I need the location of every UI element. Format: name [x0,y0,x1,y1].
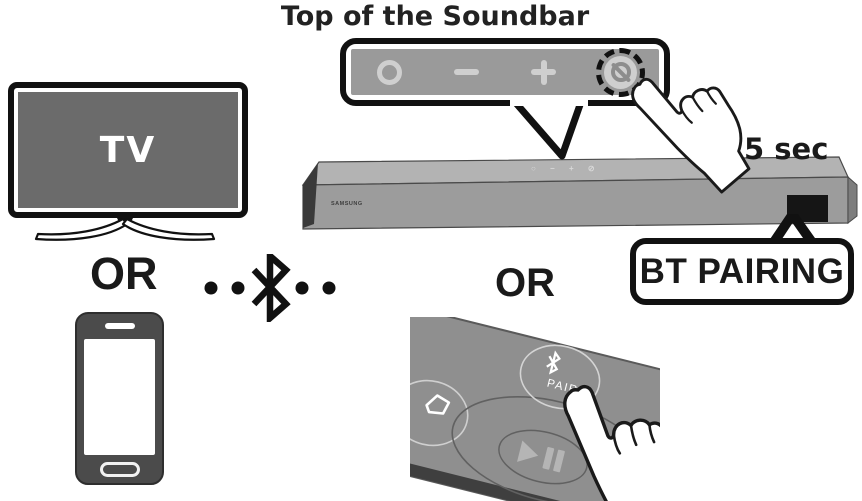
soundbar-brand-label: SAMSUNG [331,201,363,207]
volume-up-button[interactable] [524,52,564,92]
callout-pointer [510,99,588,160]
phone-screen [84,339,155,455]
tv-stand [34,216,216,241]
plus-icon [531,59,556,85]
smartphone-illustration [75,312,164,485]
remote-illustration: PAIR [410,317,660,501]
bluetooth-icon [546,350,561,375]
control-panel [351,47,659,97]
bluetooth-icon [204,254,336,322]
volume-down-button[interactable] [447,52,487,92]
phone-home-button[interactable] [99,462,140,477]
play-pause-icon [517,440,565,473]
remote-left-button[interactable] [410,373,475,453]
phone-speaker [104,323,135,329]
highlight-dashed-ring [596,47,645,97]
soundbar-right-cap [847,175,858,225]
minus-icon [454,69,479,75]
mic-off-icon [596,47,645,97]
bt-pairing-label: BT PAIRING [639,251,845,291]
soundbar-speaker-grille [303,163,318,228]
sound-mode-icon [425,394,451,415]
pointing-hand-icon [625,58,770,205]
mic-on-off-button[interactable] [596,47,645,97]
remote-closeup: PAIR [410,317,660,501]
play-pause-button[interactable] [493,422,592,492]
tv-label: TV [99,129,157,171]
or-label-middle: OR [495,261,555,305]
soundbar-top-buttons: ○ − + ⊘ [531,164,601,173]
multi-function-icon [377,59,402,85]
soundbar-control-callout [340,38,670,106]
multi-function-button[interactable] [370,52,410,92]
hold-time-label: 5 sec [744,132,829,166]
or-label-left: OR [90,248,158,299]
bt-pairing-bubble: BT PAIRING [630,238,854,305]
tv-illustration: TV [8,82,248,218]
tv-screen: TV [18,92,238,208]
page-title: Top of the Soundbar [280,1,590,32]
